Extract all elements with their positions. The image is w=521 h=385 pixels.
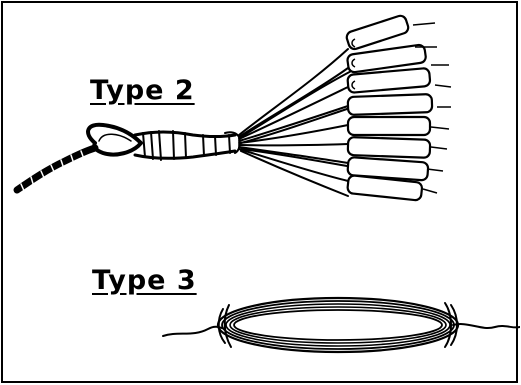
type-3-coil-illustration bbox=[3, 3, 520, 385]
